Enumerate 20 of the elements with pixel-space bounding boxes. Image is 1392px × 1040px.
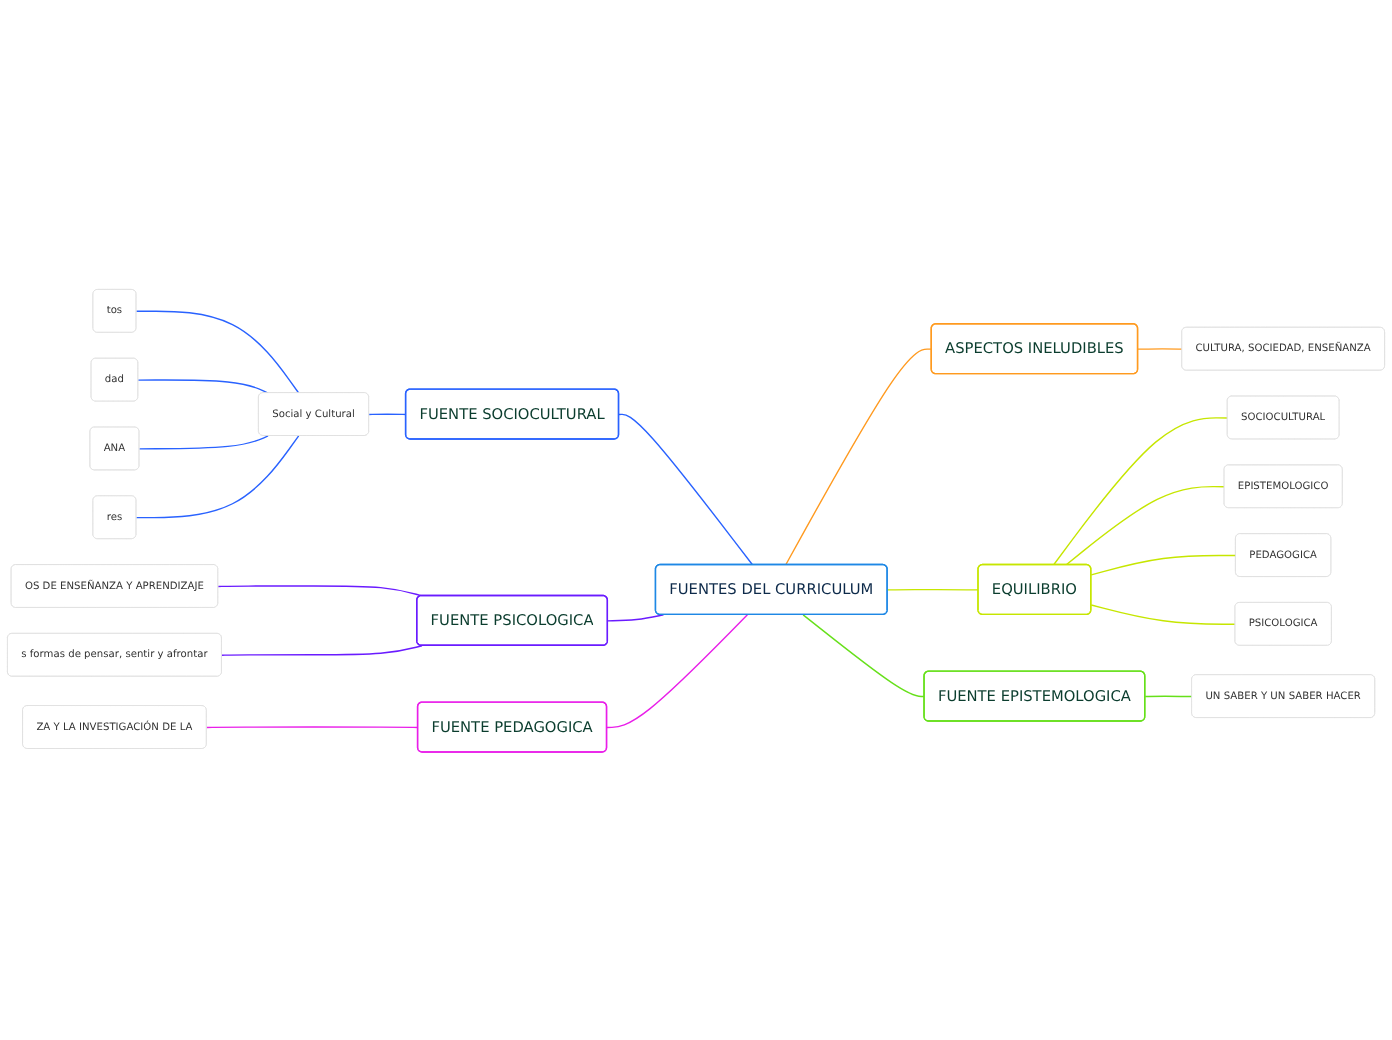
connector <box>137 378 269 394</box>
connector <box>1052 416 1229 565</box>
connector <box>802 613 926 697</box>
connector <box>606 613 749 728</box>
connector <box>206 725 419 728</box>
connector <box>1144 694 1193 697</box>
connector <box>1137 347 1183 350</box>
connector <box>135 309 300 394</box>
connector <box>217 584 423 596</box>
connector <box>1090 554 1237 575</box>
connector <box>135 434 300 518</box>
connector <box>1090 603 1236 625</box>
connector <box>607 613 665 621</box>
connector <box>368 412 407 415</box>
connector <box>886 588 980 590</box>
connector <box>221 644 423 656</box>
connector <box>1065 485 1226 565</box>
connector <box>138 434 269 449</box>
connector <box>784 347 933 565</box>
connector <box>618 413 754 565</box>
